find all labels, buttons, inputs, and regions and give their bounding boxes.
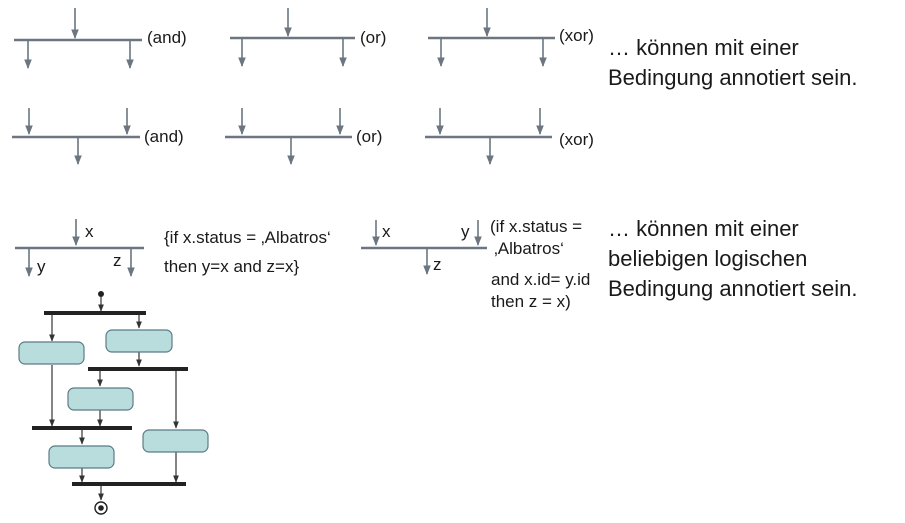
ex1-condition-line2: then y=x and z=x} bbox=[164, 257, 299, 276]
example-split-connector bbox=[15, 219, 144, 277]
ex1-input-label: x bbox=[85, 222, 94, 241]
merge-or-connector bbox=[225, 108, 352, 165]
ex2-condition-line2: ‚Albatros‘ bbox=[494, 239, 564, 258]
caption-condition: … können mit einer Bedingung annotiert s… bbox=[608, 33, 858, 93]
action-node-2 bbox=[105, 329, 173, 353]
merge-and-connector bbox=[12, 108, 140, 165]
split-and-label: (and) bbox=[147, 28, 187, 47]
ex2-input-y-label: y bbox=[461, 222, 470, 241]
initial-node bbox=[98, 291, 104, 297]
caption-logical-line1: … können mit einer bbox=[608, 216, 799, 241]
split-xor-label: (xor) bbox=[559, 26, 594, 45]
caption-condition-line2: Bedingung annotiert sein. bbox=[608, 65, 858, 90]
ex2-condition-line1: (if x.status = bbox=[490, 217, 582, 236]
action-node-5 bbox=[48, 445, 115, 469]
merge-and-label: (and) bbox=[144, 127, 184, 146]
action-node-4 bbox=[142, 429, 209, 453]
ex2-output-z-label: z bbox=[433, 255, 442, 274]
sample-activity-diagram bbox=[18, 291, 209, 515]
action-node-1 bbox=[18, 341, 85, 365]
join-bar-2 bbox=[72, 482, 186, 486]
ex1-output-y-label: y bbox=[37, 257, 46, 276]
ex2-condition-line4: then z = x) bbox=[491, 292, 571, 311]
fork-bar-2 bbox=[88, 367, 188, 371]
split-or-label: (or) bbox=[360, 28, 386, 47]
merge-or-label: (or) bbox=[356, 127, 382, 146]
example-merge-connector bbox=[361, 220, 487, 275]
caption-logical-line2: beliebigen logischen bbox=[608, 246, 808, 271]
ex2-condition-line3: and x.id= y.id bbox=[491, 270, 590, 289]
ex1-condition-line1: {if x.status = ‚Albatros‘ bbox=[164, 228, 331, 247]
caption-logical-condition: … können mit einer beliebigen logischen … bbox=[608, 214, 858, 304]
merge-xor-label: (xor) bbox=[559, 130, 594, 149]
action-node-3 bbox=[67, 387, 134, 411]
caption-condition-line1: … können mit einer bbox=[608, 35, 799, 60]
join-bar-1 bbox=[32, 426, 132, 430]
ex2-input-x-label: x bbox=[382, 222, 391, 241]
split-and-connector bbox=[14, 8, 142, 69]
caption-logical-line3: Bedingung annotiert sein. bbox=[608, 276, 858, 301]
merge-xor-connector bbox=[425, 108, 552, 165]
split-xor-connector bbox=[428, 8, 555, 67]
split-or-connector bbox=[230, 8, 355, 67]
fork-bar-1 bbox=[44, 311, 146, 315]
ex1-output-z-label: z bbox=[113, 251, 122, 270]
